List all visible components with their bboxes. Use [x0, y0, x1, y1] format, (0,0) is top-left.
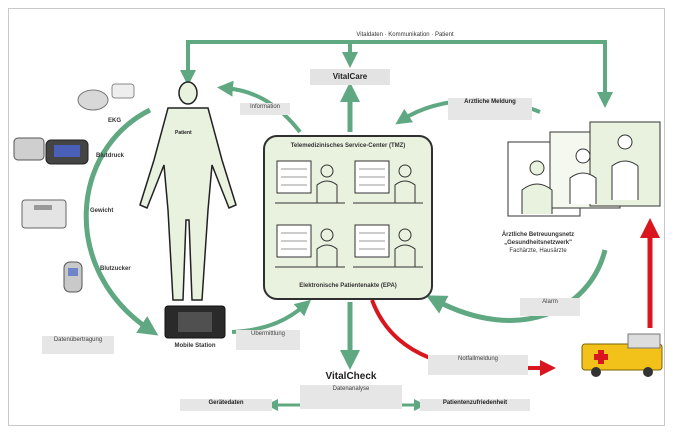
- blood-pressure-icon: [13, 137, 89, 165]
- workstation-3: [275, 224, 345, 268]
- vitalcheck-title: VitalCheck: [325, 371, 377, 382]
- service-center-panel: Telemedizinisches Service-Center (TMZ): [263, 135, 433, 300]
- mobile-station-label: Mobile Station: [174, 343, 216, 349]
- doctors-caption-3: Fachärzte, Hausärzte: [509, 248, 567, 254]
- glucometer-icon: [63, 261, 83, 293]
- left-curve-arrow: [83, 107, 159, 336]
- workstation-1: [275, 160, 345, 204]
- doctors-caption-2: „Gesundheitsnetzwerk": [504, 240, 572, 246]
- device-label-2: Blutdruck: [96, 153, 125, 159]
- service-center-title: Telemedizinisches Service-Center (TMZ): [290, 143, 406, 149]
- patient-figure: [139, 81, 237, 301]
- satisfaction-box: Patientenzufriedenheit: [420, 399, 530, 411]
- doctor-panels: [507, 121, 661, 217]
- scale-pair-icon: [77, 83, 135, 111]
- workstation-2: [353, 160, 423, 204]
- left-info-box: Datenübertragung: [42, 336, 114, 354]
- device-data-box: Gerätedaten: [180, 399, 272, 411]
- weight-scale-icon: [21, 199, 67, 229]
- vitalcheck-box: Datenanalyse: [300, 385, 402, 409]
- emergency-curve-arrow: [370, 299, 431, 360]
- device-label-1: EKG: [108, 118, 122, 124]
- workstation-4: [353, 224, 423, 268]
- service-center-footer: Elektronische Patientenakte (EPA): [299, 283, 397, 289]
- vitalcare-box: VitalCare: [310, 69, 390, 85]
- device-label-4: Blutzucker: [100, 266, 131, 272]
- mobile-station-icon: [164, 305, 226, 339]
- top-label: Vitaldaten · Kommunikation · Patient: [356, 32, 454, 38]
- ambulance-icon: [581, 333, 663, 377]
- alarm-info-box: Alarm: [520, 298, 580, 316]
- center-to-patient-arrow: [217, 80, 302, 134]
- transfer-info-box: Übermittlung: [236, 330, 300, 350]
- top-bracket-arrow: [180, 40, 613, 108]
- patient-label: Patient: [175, 130, 192, 136]
- doctors-info-box: Ärztliche Meldung: [448, 98, 532, 120]
- device-label-3: Gewicht: [90, 208, 114, 214]
- device-to-center-arrow: [231, 299, 312, 334]
- emergency-info-box: Notfallmeldung: [428, 355, 528, 375]
- patient-info-box: Information: [240, 103, 290, 115]
- diagram-frame: [8, 8, 665, 426]
- doctors-caption: Ärztliche Betreuungsnetz: [501, 232, 575, 238]
